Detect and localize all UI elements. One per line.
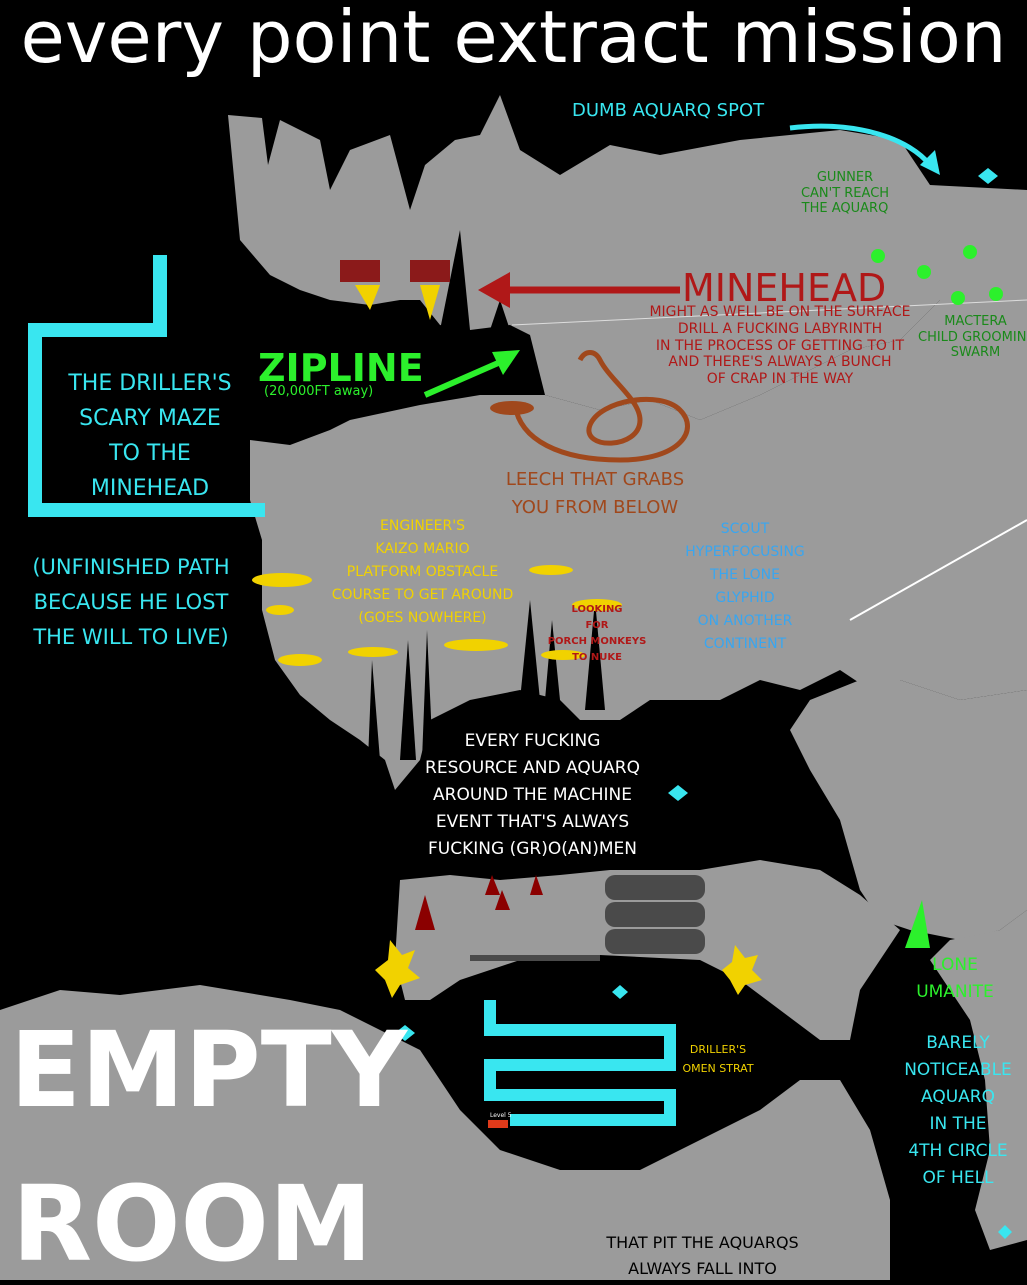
- zipline-arrowhead: [492, 350, 520, 375]
- red-crystals: [415, 875, 543, 930]
- minehead-arrowhead: [478, 272, 510, 308]
- driller-maze-path-2: [484, 1000, 676, 1126]
- leech-body: [490, 401, 534, 415]
- minehead-label: MINEHEAD: [682, 266, 887, 310]
- zipline-arrow: [423, 357, 507, 398]
- middle-cave: [250, 300, 1027, 790]
- ammo-crates: [605, 875, 705, 954]
- level-bar: [488, 1120, 508, 1128]
- zipline-line: [511, 299, 1027, 326]
- aquarq-arrow: [789, 123, 932, 167]
- level-label: Level 5: [490, 1112, 512, 1119]
- bottom-cave: [0, 985, 890, 1280]
- minehead-machine: [340, 260, 450, 320]
- aquarq-arrowhead: [920, 150, 940, 175]
- platforms: [252, 565, 622, 666]
- driller-maze-path: [28, 255, 265, 517]
- umanite-crystal: [905, 900, 930, 948]
- stalagmites: [368, 230, 605, 760]
- aquarq-diamonds: [395, 168, 1012, 1239]
- scout-beam: [849, 519, 1027, 621]
- dumb-aquarq-label: DUMB AQUARQ SPOT: [572, 100, 765, 121]
- explosion-right: [722, 945, 762, 995]
- explosion-left: [375, 940, 420, 998]
- right-cave: [790, 680, 1027, 940]
- zipline-sub: (20,000FT away): [264, 384, 374, 399]
- empty-label: EMPTY: [10, 1009, 408, 1131]
- mactera-swarm: [871, 245, 1003, 305]
- right-bottom-cave: [930, 910, 1027, 1250]
- leech-icon: [512, 350, 690, 463]
- page-title: every point extract mission: [20, 0, 1007, 79]
- zipline-label: ZIPLINE: [258, 346, 424, 390]
- room-label: ROOM: [12, 1163, 373, 1285]
- upper-cave: [228, 95, 1027, 420]
